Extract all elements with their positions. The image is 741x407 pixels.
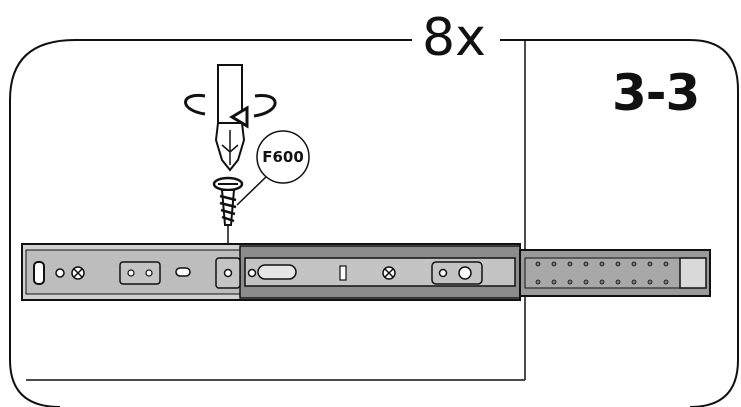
step-label: 3-3	[612, 64, 699, 122]
part-callout: F600	[236, 130, 310, 206]
part-code-label: F600	[262, 148, 304, 166]
screwdriver-icon	[214, 64, 246, 172]
outer-frame	[9, 39, 412, 407]
cross-hole	[71, 266, 85, 280]
part-callout-circle	[256, 130, 310, 184]
quantity-label: 8x	[422, 8, 486, 68]
rotation-arrow-icon	[184, 93, 277, 129]
screw-icon	[212, 176, 244, 265]
drawer-slide-rail	[21, 243, 521, 301]
slide-extension	[519, 249, 711, 297]
cross-hole	[382, 266, 396, 280]
outer-frame-right	[500, 39, 739, 407]
